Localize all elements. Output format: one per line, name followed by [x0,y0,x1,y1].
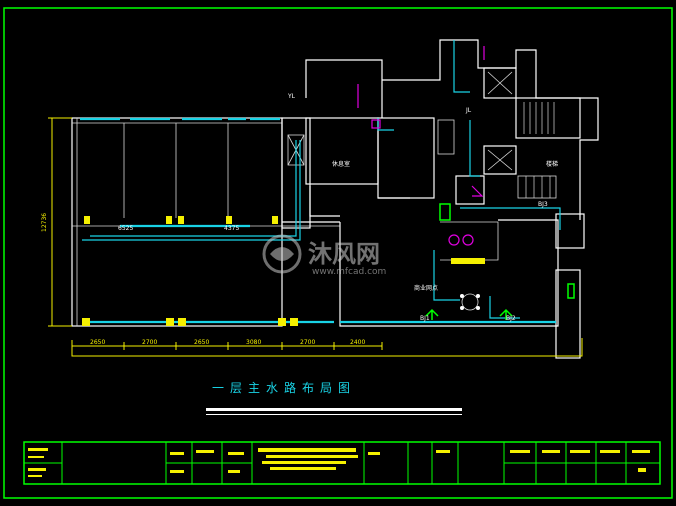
elevator-2 [483,145,517,175]
pipe-shop-vertical [433,250,460,301]
sheet-border [3,7,673,499]
room-upper-1 [305,59,383,118]
toilet-fixture [471,185,484,197]
chair-4 [476,306,480,310]
title-underline-thick [206,408,462,411]
duct-box [437,119,455,155]
pipe-room-upper [377,118,394,131]
watermark-logo-leaf [270,247,294,261]
dim-bottom-2: 2700 [142,339,157,346]
pipe-tag-4375: 4375 [224,225,239,232]
elevator-1-x2 [487,71,513,95]
watermark-logo-icon [262,234,302,274]
shop-outline [339,219,559,327]
marker-magenta-1 [371,119,381,129]
reception-room [305,117,379,185]
watermark-brand: 沐风网 [308,240,380,268]
chair-2 [476,294,480,298]
dim-bottom-ticks [71,342,383,350]
pipe-shop-top [460,207,561,230]
watermark-url: www.mfcad.com [312,267,386,277]
fixture-magenta-1 [448,234,460,246]
pipe-tag-bj2: BJ2 [506,315,516,322]
drawing-title: 一层主水路布局图 [212,380,356,395]
room-label-reception: 休息室 [332,160,350,168]
toilet-box [455,175,485,205]
dim-bottom-6: 2400 [350,339,365,346]
right-small-room [555,213,585,249]
pipe-tag-ys2: JL [465,107,472,114]
counter-label-bar [451,258,485,264]
core-outline-right [579,97,599,220]
room-label-shop: 商业网点 [414,284,438,292]
dim-bottom-5: 2700 [300,339,315,346]
main-pipe-horizontal-2 [82,140,301,241]
dim-bottom-3: 2650 [194,339,209,346]
dim-bottom-4: 3080 [246,339,261,346]
stair-treads [523,102,555,134]
reception-lower [309,186,340,217]
pipe-core-riser [453,40,470,93]
pipe-tag-bj3: BJ3 [538,201,548,208]
chair-1 [460,294,464,298]
green-fixture-3 [439,203,451,221]
pipe-core-down [469,120,480,177]
dimension-lines: 12736 2650 2700 2650 3080 2700 2400 [41,117,583,357]
title-block-dividers [24,442,660,484]
watermark: 沐风网 www.mfcad.com [262,234,386,277]
valve-markers-bottom [82,318,298,326]
stair-lower-treads [525,176,551,198]
right-annex [555,269,581,359]
pipe-tag-bj1: BJ1 [420,315,430,322]
main-pipe-horizontal [90,140,297,237]
floor-plan: 休息室 商业网点 楼梯 BJ1 BJ2 BJ3 6525 4375 YL JL [71,39,599,359]
green-fixture-2 [499,308,513,320]
room-upper-2 [382,39,452,81]
title-underline-thin [206,414,462,415]
dim-vertical-text: 12736 [41,213,48,232]
chair-3 [460,306,464,310]
round-table [461,293,479,311]
green-fixture-4 [567,283,575,299]
dim-bottom-1: 2650 [90,339,105,346]
pipe-tag-ys1: YL [287,93,296,100]
title-block-fields [28,448,650,477]
fixture-magenta-2 [462,234,474,246]
hall-outline [71,117,283,327]
core-outline-top [452,39,580,99]
room-label-stairs: 楼梯 [546,160,558,168]
pipe-shop-fixture [489,296,520,319]
pipe-tag-6525: 6525 [118,225,133,232]
title-block [23,441,661,485]
green-fixture-1 [425,308,439,320]
valve-markers-mid [84,216,278,224]
elevator-2-x2 [487,149,513,171]
stair-lower [517,175,557,199]
